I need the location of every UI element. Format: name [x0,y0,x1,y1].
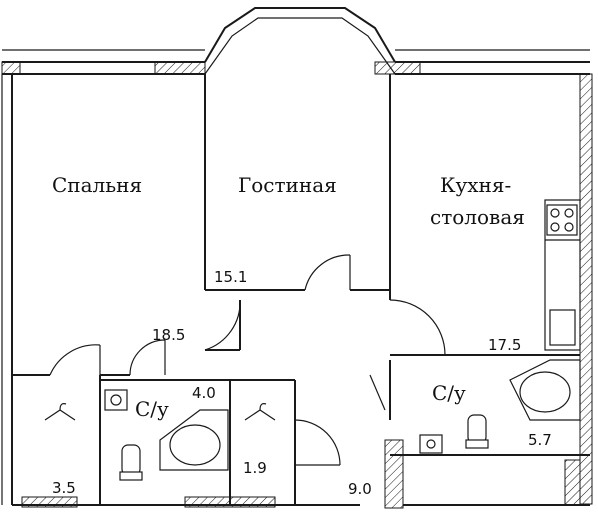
bath-left-area: 4.0 [192,384,216,402]
interior-walls [12,74,590,505]
sink-icon [419,434,443,454]
toilet-icon [465,414,489,449]
bath-left-label: С/у [135,397,169,421]
toilet-icon [119,444,143,481]
hanger-icon [44,403,76,421]
living-label: Гостиная [238,173,337,197]
sink-icon [104,389,128,411]
bedroom-area: 18.5 [152,326,185,344]
stove-icon [546,204,578,236]
bathtub-icon [509,359,581,421]
bathtub-icon [159,409,229,471]
door-swings [49,254,446,466]
hall-area: 9.0 [348,480,372,498]
bedroom-label: Спальня [52,173,142,197]
closet-mid-area: 1.9 [243,459,267,477]
outer-walls [1,7,593,509]
kitchen-label-line1: Кухня- [440,173,511,197]
hanger-icon [244,403,276,421]
kitchen-label-line2: столовая [430,205,525,229]
closet-left-area: 3.5 [52,479,76,497]
bath-right-area: 5.7 [528,431,552,449]
living-area: 15.1 [214,268,247,286]
bath-right-label: С/у [432,381,466,405]
kitchen-area: 17.5 [488,336,521,354]
